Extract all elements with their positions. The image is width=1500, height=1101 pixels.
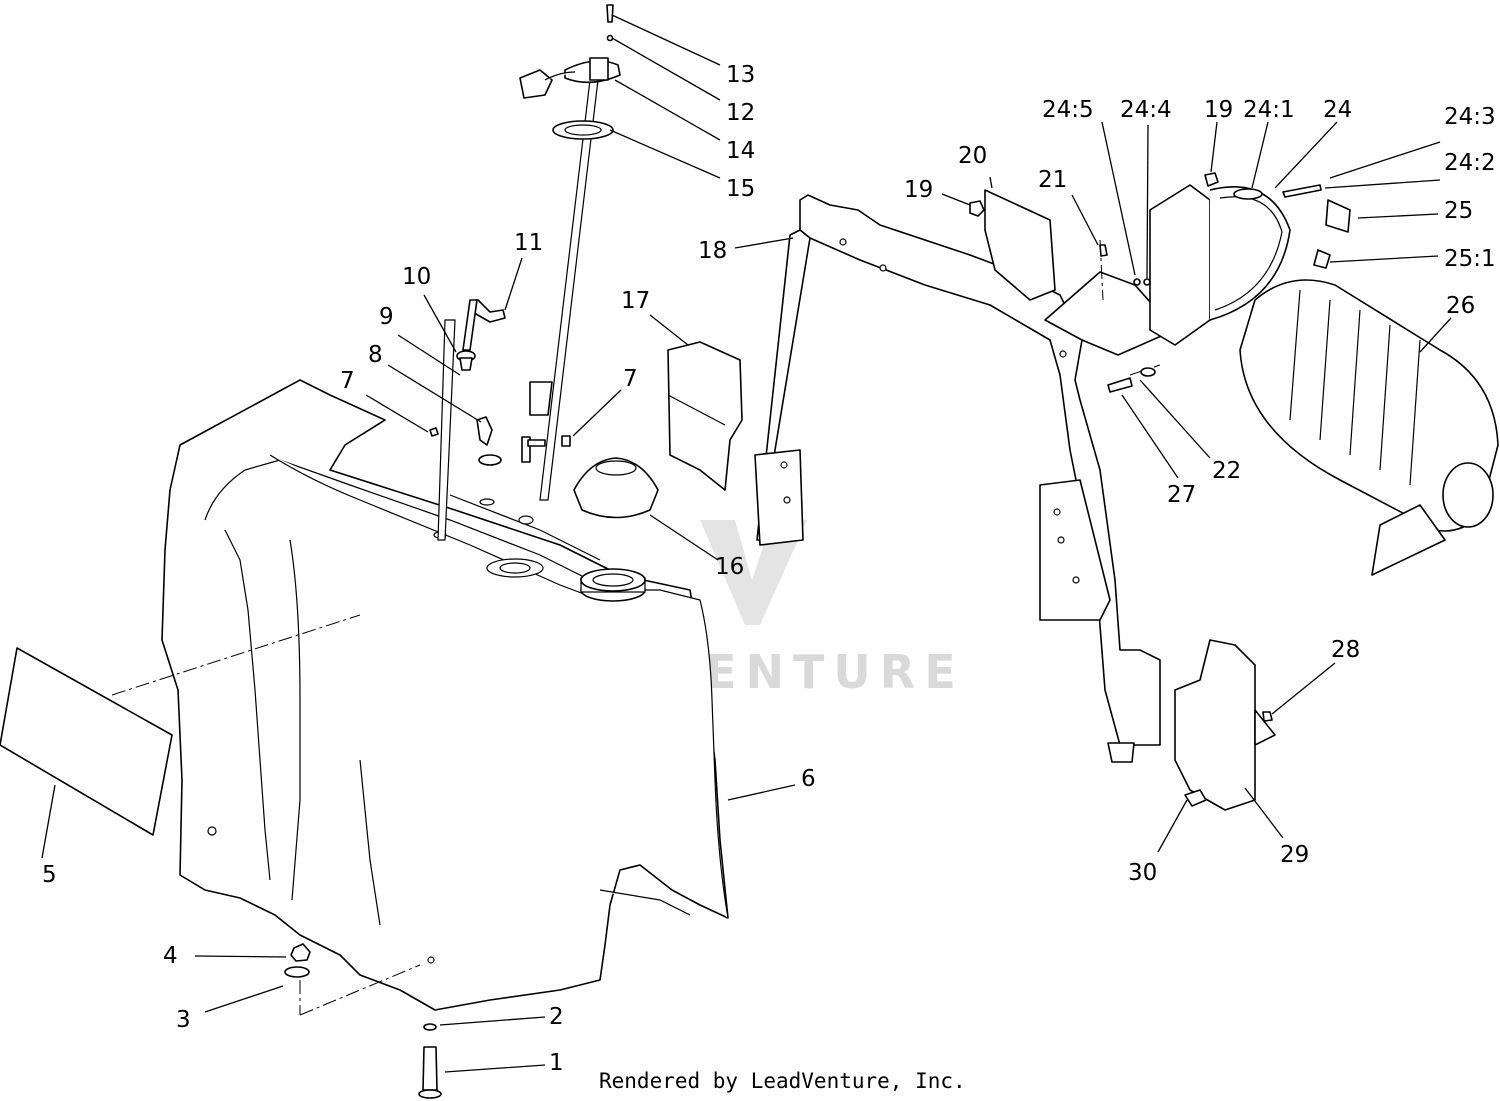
callout-24-3: 24:3 — [1444, 104, 1496, 130]
fill-neck — [580, 568, 646, 602]
callout-16: 16 — [715, 554, 744, 580]
callout-8: 8 — [368, 342, 383, 368]
callout-30: 30 — [1128, 860, 1157, 886]
elbow-fitting — [469, 299, 506, 323]
decal — [0, 647, 173, 836]
render-credit: Rendered by LeadVenture, Inc. — [599, 1069, 966, 1093]
callout-7-left: 7 — [340, 368, 355, 394]
callout-12: 12 — [726, 100, 755, 126]
callout-24-1: 24:1 — [1243, 97, 1295, 123]
callout-24-2: 24:2 — [1444, 150, 1496, 176]
callout-9: 9 — [379, 304, 394, 330]
fuel-cap — [573, 457, 659, 519]
air-cleaner-clamp — [1149, 184, 1322, 346]
callout-3: 3 — [176, 1007, 191, 1033]
callout-25: 25 — [1444, 198, 1473, 224]
callout-1: 1 — [549, 1050, 564, 1076]
callout-25-1: 25:1 — [1444, 246, 1496, 272]
callout-10: 10 — [402, 264, 431, 290]
watermark-logo-icon — [700, 520, 807, 625]
fuel-sender — [519, 4, 621, 501]
fuel-tank — [161, 379, 729, 1011]
vent-tube — [437, 319, 456, 541]
callout-18: 18 — [698, 238, 727, 264]
air-cleaner — [1239, 199, 1499, 576]
bolt — [422, 1046, 438, 1091]
mount-hardware — [284, 943, 442, 1099]
callout-29: 29 — [1280, 842, 1309, 868]
callout-13: 13 — [726, 62, 755, 88]
callout-22: 22 — [1212, 458, 1241, 484]
callout-5: 5 — [42, 862, 57, 888]
guard-plate — [667, 341, 743, 491]
callout-7-right: 7 — [623, 366, 638, 392]
callout-15: 15 — [726, 176, 755, 202]
nut — [290, 943, 311, 962]
callout-14: 14 — [726, 138, 755, 164]
callout-labels: 1 2 3 4 5 6 7 7 8 9 10 11 12 13 14 15 16… — [42, 62, 1496, 1076]
callout-19-left: 19 — [904, 177, 933, 203]
washer — [284, 966, 310, 978]
spacer-washer — [423, 1023, 437, 1031]
callout-11: 11 — [514, 230, 543, 256]
callout-24-5: 24:5 — [1042, 97, 1094, 123]
float — [529, 381, 553, 416]
callout-26: 26 — [1446, 293, 1475, 319]
callout-24: 24 — [1323, 97, 1352, 123]
callout-17: 17 — [621, 288, 650, 314]
callout-20: 20 — [958, 143, 987, 169]
lower-guard — [1174, 639, 1256, 811]
callout-6: 6 — [801, 766, 816, 792]
callout-4: 4 — [163, 943, 178, 969]
callout-28: 28 — [1331, 637, 1360, 663]
callout-27: 27 — [1167, 482, 1196, 508]
callout-24-4: 24:4 — [1120, 97, 1172, 123]
callout-2: 2 — [549, 1004, 564, 1030]
vent-assembly — [429, 299, 571, 541]
leader-lines — [41, 14, 1452, 1073]
callout-19-right: 19 — [1204, 97, 1233, 123]
callout-21: 21 — [1038, 167, 1067, 193]
air-cleaner-bracket — [984, 189, 1056, 301]
electrical-connector — [519, 69, 553, 99]
